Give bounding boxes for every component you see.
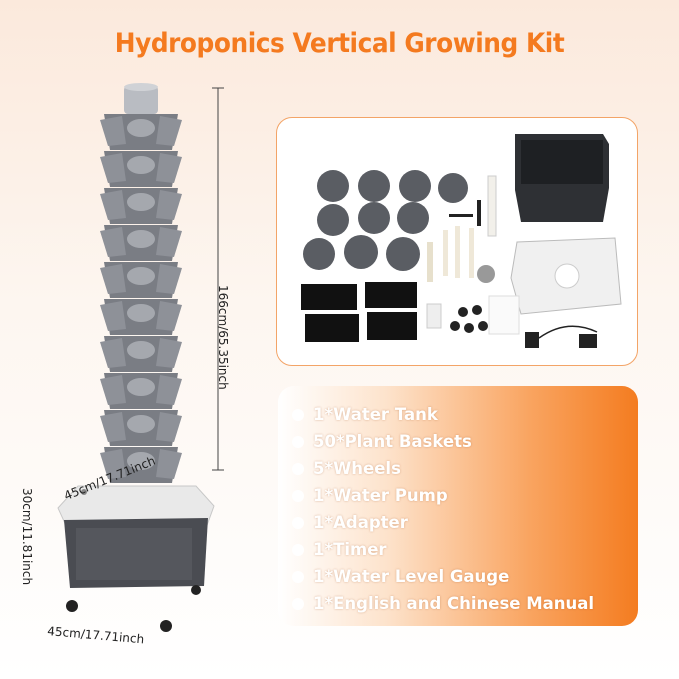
planter-stack <box>100 114 182 483</box>
bullet-icon <box>292 489 304 502</box>
planter-pot <box>100 114 182 150</box>
kit-items-panel: 1*Water Tank 50*Plant Baskets 5*Wheels 1*Wa… <box>278 386 638 626</box>
kit-item: 1*Adapter <box>292 509 594 536</box>
planter-pot <box>100 336 182 372</box>
planter-pot <box>100 262 182 298</box>
kit-item: 5*Wheels <box>292 455 594 482</box>
bullet-icon <box>292 543 304 556</box>
kit-item-label: 1*Water Pump <box>313 486 448 505</box>
kit-contents-photo <box>276 117 638 366</box>
planter-pot <box>100 410 182 446</box>
kit-item-label: 1*Timer <box>313 540 387 559</box>
wheel-icon <box>66 600 78 612</box>
planter-pot <box>100 299 182 335</box>
kit-item-label: 1*Water Level Gauge <box>313 567 510 586</box>
top-pipe <box>124 86 158 114</box>
bullet-icon <box>292 435 304 448</box>
kit-item-label: 50*Plant Baskets <box>313 432 472 451</box>
kit-item-label: 5*Wheels <box>313 459 401 478</box>
planter-pot <box>100 188 182 224</box>
planter-pot <box>100 373 182 409</box>
bullet-icon <box>292 516 304 529</box>
kit-item: 1*Water Pump <box>292 482 594 509</box>
bullet-icon <box>292 408 304 421</box>
product-title: Hydroponics Vertical Growing Kit <box>114 28 565 59</box>
kit-item-label: 1*Adapter <box>313 513 408 532</box>
kit-item-label: 1*English and Chinese Manual <box>313 594 595 613</box>
kit-item: 50*Plant Baskets <box>292 428 594 455</box>
kit-items-list: 1*Water Tank 50*Plant Baskets 5*Wheels 1*Wa… <box>292 401 594 617</box>
kit-item: 1*Water Tank <box>292 401 594 428</box>
depth-dimension: 30cm/11.81inch <box>20 488 34 586</box>
kit-item: 1*English and Chinese Manual <box>292 590 594 617</box>
wheel-icon <box>160 620 172 632</box>
kit-item-label: 1*Water Tank <box>313 405 438 424</box>
bullet-icon <box>292 570 304 583</box>
wheel-icon <box>191 585 201 595</box>
plant-baskets <box>303 170 468 271</box>
planter-pot <box>100 151 182 187</box>
bullet-icon <box>292 462 304 475</box>
kit-parts-illustration <box>301 134 622 348</box>
height-dimension: 166cm/65.35inch <box>216 285 230 390</box>
planter-pot <box>100 447 182 483</box>
kit-item: 1*Water Level Gauge <box>292 563 594 590</box>
planter-pot <box>100 225 182 261</box>
bullet-icon <box>292 597 304 610</box>
kit-item: 1*Timer <box>292 536 594 563</box>
